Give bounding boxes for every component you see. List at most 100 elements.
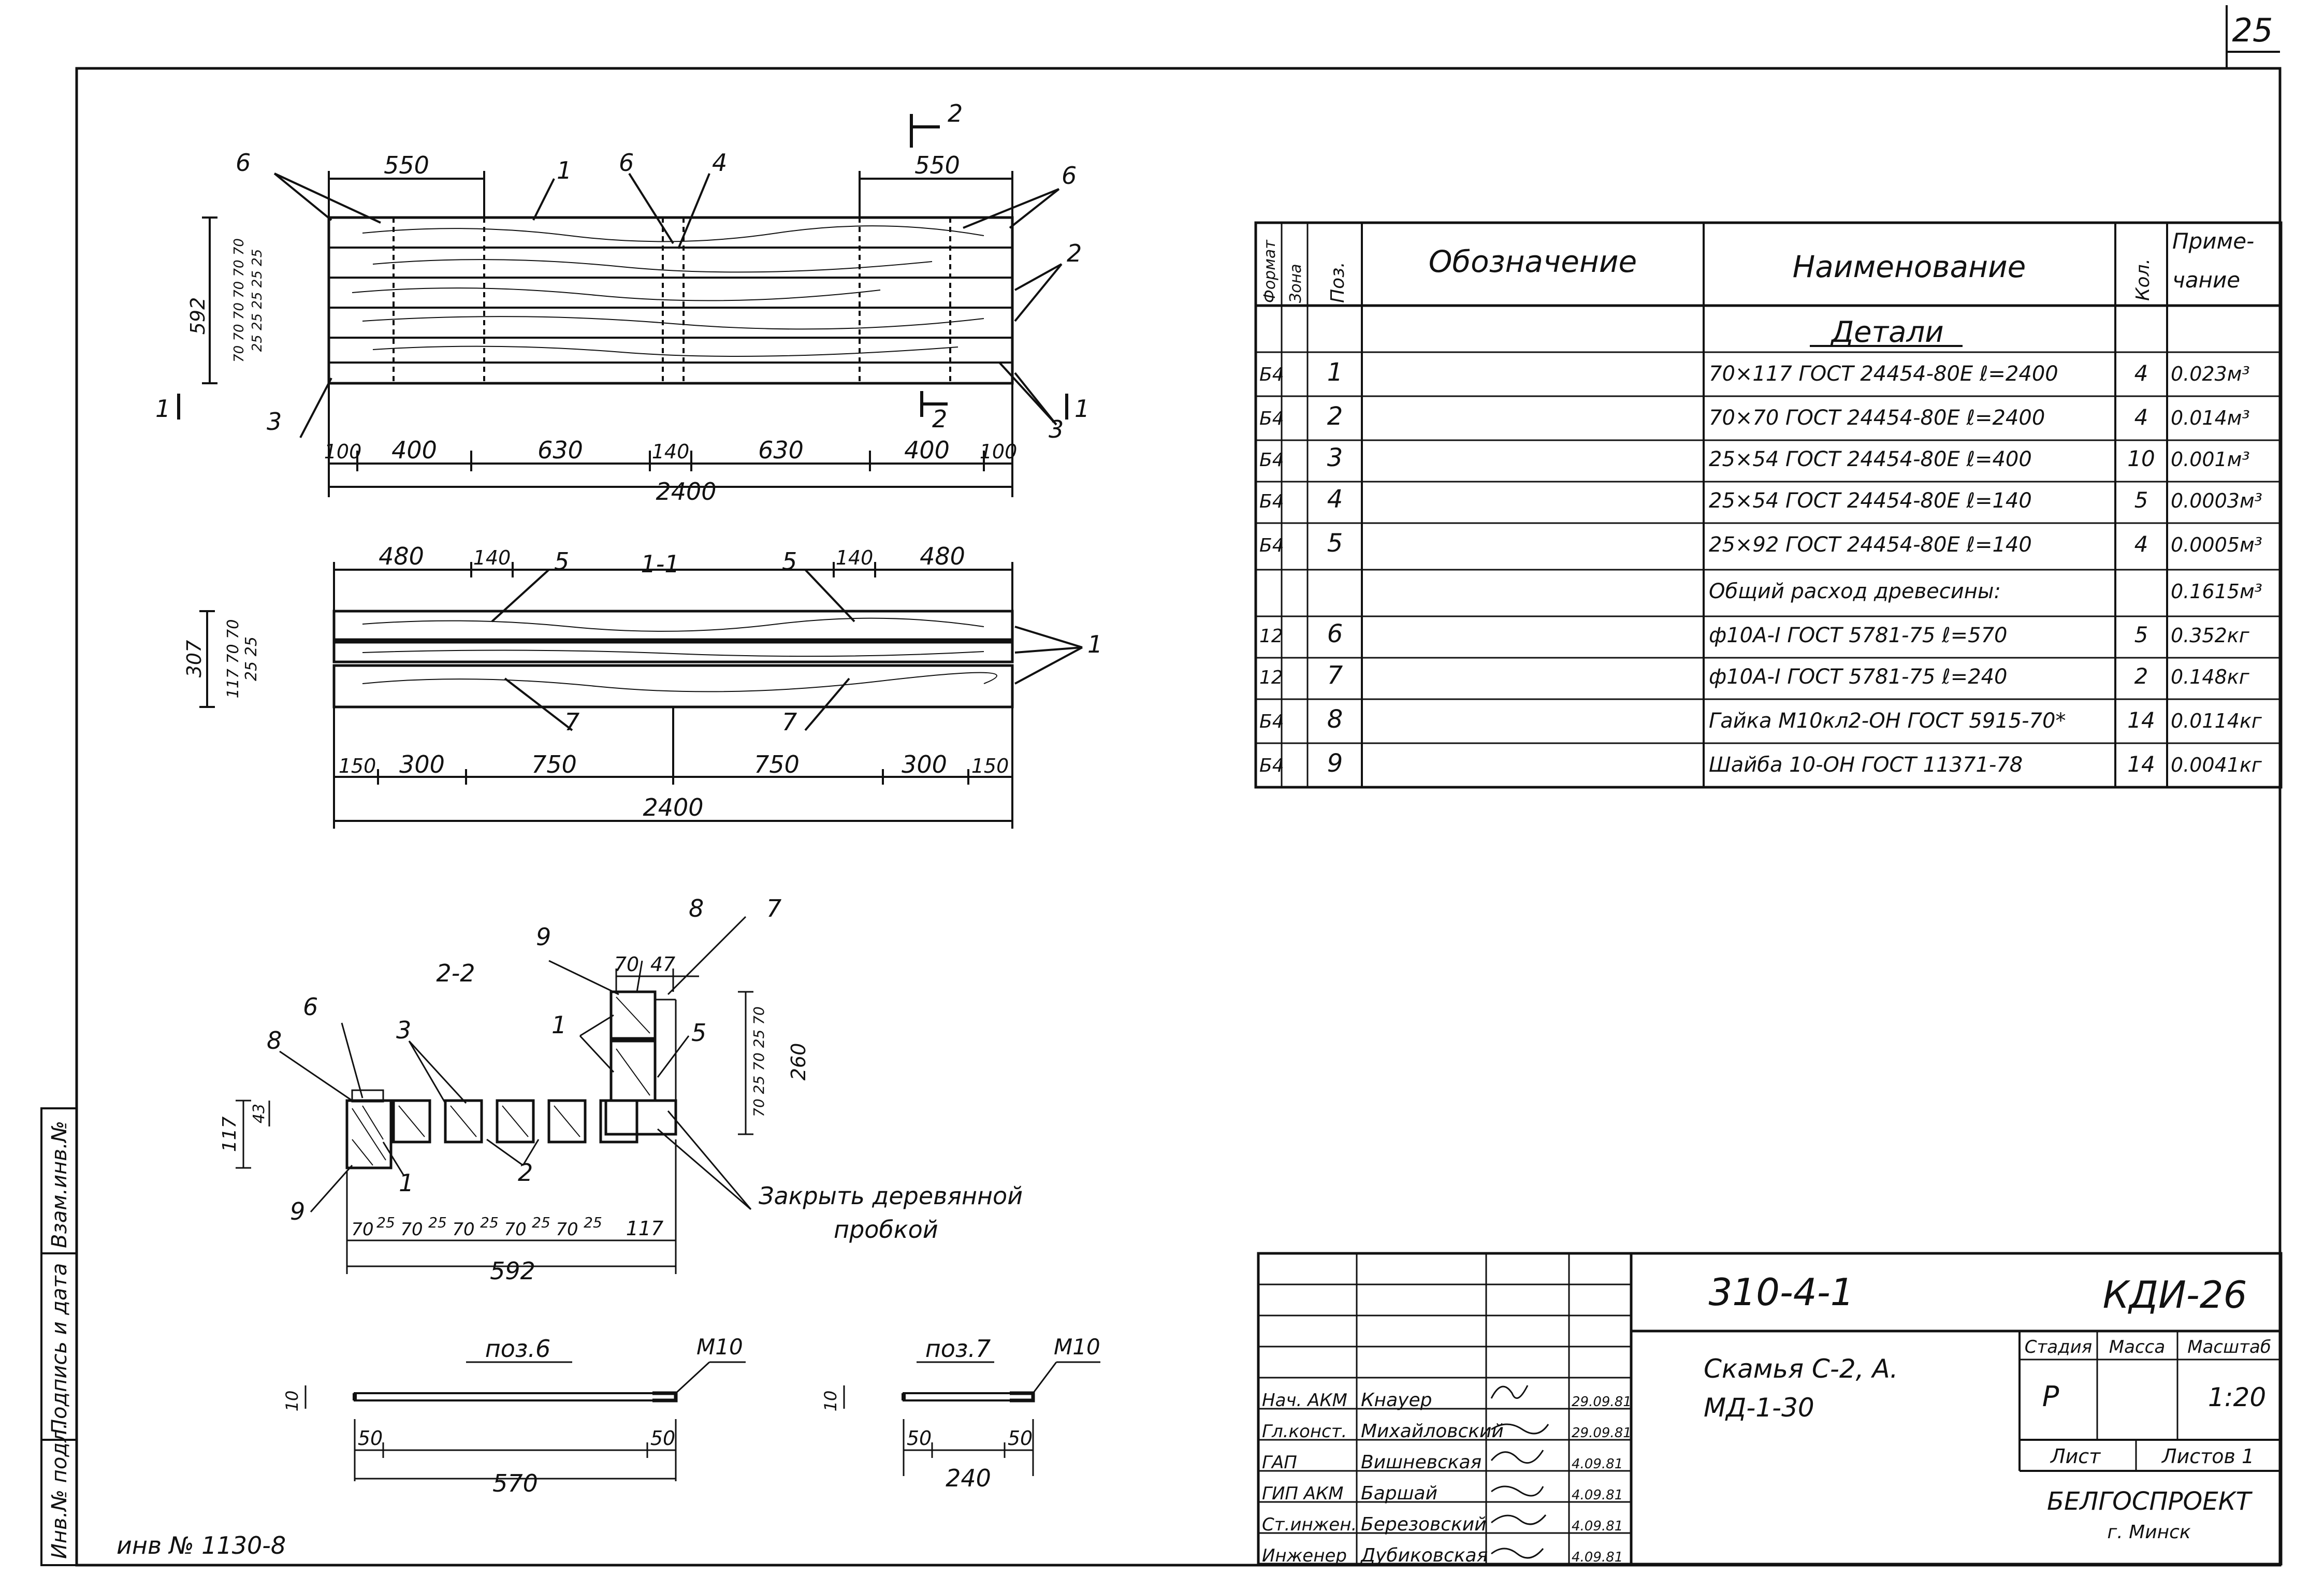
strip-inv-number: Инв.№ подл. (48, 1423, 71, 1559)
plan-dim-b3: 140 (652, 440, 690, 463)
spec-cell-format: Б4 (1259, 450, 1284, 471)
s11-dim-b0: 150 (339, 755, 376, 777)
spec-cell-name: 25×92 ГОСТ 24454-80Е ℓ=140 (1709, 533, 2032, 557)
spec-cell-name: Общий расход древесины: (1709, 580, 2001, 603)
pos6-end-right: 50 (650, 1427, 675, 1450)
mass-label: Масса (2109, 1337, 2165, 1357)
s11-dim-t2: 140 (836, 546, 874, 569)
s22-dim-b2: 70 (400, 1219, 423, 1240)
signer-name: Вишневская (1361, 1452, 1481, 1473)
s11-dim-b1: 300 (399, 750, 445, 778)
stage-value: Р (2042, 1380, 2059, 1413)
plan-dim-b6: 100 (980, 440, 1018, 463)
page-number: 25 (2232, 11, 2273, 49)
spec-cell-pos: 9 (1327, 749, 1343, 778)
pos6-detail (304, 1361, 746, 1481)
spec-header-name: Наименование (1793, 249, 2026, 284)
pos6-length: 570 (492, 1469, 538, 1497)
org-city: г. Минск (2107, 1522, 2191, 1543)
spec-row: Общий расход древесины: 0.1615м³ (1709, 580, 2262, 603)
plan-view-labels: 550 550 100 400 630 140 630 400 100 2400… (155, 99, 1090, 505)
spec-cell-qty: 2 (2134, 663, 2148, 689)
spec-table (1254, 221, 2283, 789)
spec-cell-pos: 2 (1327, 402, 1343, 431)
signer-name: Михайловский (1361, 1421, 1504, 1442)
section-2-2 (236, 916, 753, 1274)
signer-date: 29.09.81 (1572, 1425, 1632, 1441)
s11-dim-t3: 480 (920, 542, 965, 570)
s11-side-b: 25 25 (242, 637, 260, 681)
spec-cell-pos: 7 (1327, 661, 1343, 690)
title-block-text: 310-4-1 КДИ-26 Скамья С-2, А. МД-1-30 Ст… (1262, 1270, 2271, 1566)
s22-callout-6: 6 (303, 993, 318, 1021)
plan-view (177, 114, 1068, 497)
spec-cell-note: 0.352кг (2171, 624, 2250, 647)
s22-dim-b9: 25 (584, 1214, 602, 1231)
spec-cell-pos: 8 (1327, 705, 1343, 734)
spec-table-text: Формат Зона Поз. Обозначение Наименовани… (1259, 228, 2262, 778)
pos6-labels: поз.6 М10 10 50 50 570 (282, 1334, 743, 1497)
spec-cell-name: ф10А-I ГОСТ 5781-75 ℓ=240 (1709, 665, 2007, 689)
plan-callout-6b: 6 (619, 149, 634, 177)
plan-side-a: 70 70 70 70 70 70 (231, 238, 247, 363)
spec-cell-qty: 4 (2134, 531, 2148, 557)
pos7-end-right: 50 (1008, 1427, 1033, 1450)
spec-cell-note: 0.1615м³ (2171, 580, 2262, 603)
spec-cell-note: 0.0041кг (2171, 754, 2262, 776)
spec-cell-format: 12 (1259, 667, 1283, 688)
plan-dim-b4: 630 (758, 436, 804, 464)
signer-role: Нач. АКМ (1262, 1390, 1347, 1411)
s11-callout-5b: 5 (782, 547, 797, 575)
spec-cell-note: 0.023м³ (2171, 363, 2250, 385)
spec-cell-qty: 4 (2134, 360, 2148, 386)
spec-header-pos: Поз. (1327, 262, 1348, 303)
spec-cell-name: Шайба 10-ОН ГОСТ 11371-78 (1709, 753, 2023, 777)
sheet-frame (75, 67, 2282, 1567)
spec-cell-qty: 10 (2127, 446, 2155, 471)
s22-callout-1b: 1 (399, 1169, 414, 1197)
s22-dim-b4: 70 (452, 1219, 474, 1240)
spec-cell-pos: 6 (1327, 619, 1343, 648)
spec-cell-name: ф10А-I ГОСТ 5781-75 ℓ=570 (1709, 624, 2007, 647)
section-mark-1-right: 1 (1074, 395, 1090, 423)
spec-cell-name: 70×117 ГОСТ 24454-80Е ℓ=2400 (1709, 362, 2058, 386)
s22-dim-b3: 25 (428, 1214, 447, 1231)
section-mark-1-left: 1 (155, 395, 170, 423)
pos7-labels: поз.7 М10 10 50 50 240 (821, 1334, 1100, 1492)
s11-dim-b4: 300 (902, 750, 947, 778)
signer-role: Гл.конст. (1262, 1421, 1347, 1442)
s22-note-line1: Закрыть деревянной (759, 1182, 1023, 1210)
plan-side-b: 25 25 25 25 25 (250, 249, 265, 352)
spec-cell-note: 0.0003м³ (2171, 489, 2262, 512)
spec-header-designation: Обозначение (1429, 244, 1637, 279)
s11-callout-1: 1 (1087, 630, 1102, 658)
s11-dim-b2: 750 (531, 750, 577, 778)
s22-callout-9a: 9 (536, 923, 551, 951)
section-1-1-title: 1-1 (641, 550, 679, 578)
s11-dim-b3: 750 (754, 750, 800, 778)
plan-dim-b2: 630 (538, 436, 583, 464)
plan-dim-b5: 400 (904, 436, 950, 464)
s11-callout-5a: 5 (554, 547, 569, 575)
signer-row: Гл.конст. Михайловский 29.09.81 (1262, 1421, 1632, 1442)
inventory-note: инв № 1130-8 (117, 1531, 286, 1559)
scale-value: 1:20 (2208, 1382, 2266, 1412)
spec-header-note-1: Приме- (2172, 228, 2254, 254)
spec-cell-qty: 14 (2127, 751, 2155, 777)
s11-dim-b5: 150 (971, 755, 1009, 777)
s22-note-line2: пробкой (834, 1216, 938, 1244)
signer-date: 29.09.81 (1572, 1394, 1632, 1410)
plan-dim-b0: 100 (324, 440, 362, 463)
spec-cell-name: 25×54 ГОСТ 24454-80Е ℓ=400 (1709, 447, 2032, 471)
section-mark-2-bottom: 2 (932, 405, 947, 433)
title-line-2: МД-1-30 (1704, 1393, 1814, 1423)
